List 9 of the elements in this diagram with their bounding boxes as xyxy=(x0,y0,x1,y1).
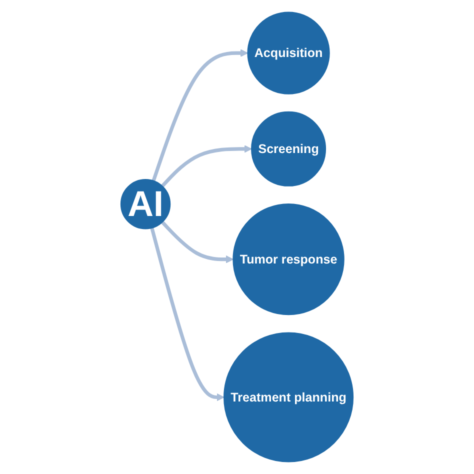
node-circle: AI xyxy=(120,179,171,230)
arrow xyxy=(152,49,248,182)
arrow xyxy=(161,144,252,188)
node-circle: Screening xyxy=(251,111,326,186)
node-circle: Acquisition xyxy=(247,12,330,94)
arrow xyxy=(161,220,234,264)
node-circle: Treatment planning xyxy=(224,332,354,462)
arrow xyxy=(150,227,224,402)
node-circle: Tumor response xyxy=(232,203,344,316)
